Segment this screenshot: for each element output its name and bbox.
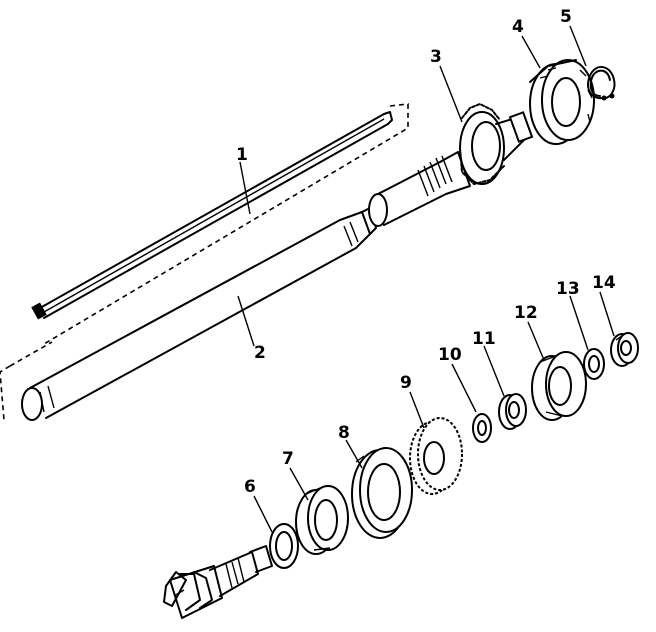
dashed-assembly-bracket bbox=[0, 103, 409, 421]
part-11-nut bbox=[498, 393, 527, 430]
callout-2: 2 bbox=[254, 343, 266, 363]
callout-4: 4 bbox=[512, 17, 524, 37]
callout-12: 12 bbox=[514, 303, 538, 323]
callout-1: 1 bbox=[236, 145, 248, 165]
part-8-ring bbox=[351, 447, 413, 539]
part-10-washer bbox=[472, 413, 492, 443]
callout-10: 10 bbox=[438, 345, 462, 365]
callout-labels: 1 2 3 4 5 6 7 8 9 10 11 12 13 14 bbox=[236, 7, 616, 497]
part-2-shaft bbox=[21, 207, 377, 421]
part-12-bearing bbox=[531, 351, 587, 421]
callout-6: 6 bbox=[244, 477, 256, 497]
part-1-shaft bbox=[31, 111, 393, 320]
part-3-gear-shaft bbox=[368, 103, 534, 227]
callout-13: 13 bbox=[556, 279, 580, 299]
part-6-washer bbox=[269, 523, 299, 569]
callout-14: 14 bbox=[592, 273, 616, 293]
callout-7: 7 bbox=[282, 449, 294, 469]
part-4-bearing bbox=[529, 59, 595, 145]
callout-3: 3 bbox=[430, 47, 442, 67]
leader-lines bbox=[237, 25, 615, 533]
callout-8: 8 bbox=[338, 423, 350, 443]
part-9-gear bbox=[409, 417, 463, 495]
callout-9: 9 bbox=[400, 373, 412, 393]
part-7-bearing bbox=[295, 485, 349, 555]
part-13-washer bbox=[583, 348, 605, 380]
callout-11: 11 bbox=[472, 329, 496, 349]
part-5-snap-ring bbox=[587, 65, 616, 101]
pinion-gear bbox=[163, 545, 273, 619]
part-14-nut bbox=[610, 332, 639, 367]
callout-5: 5 bbox=[560, 7, 572, 27]
